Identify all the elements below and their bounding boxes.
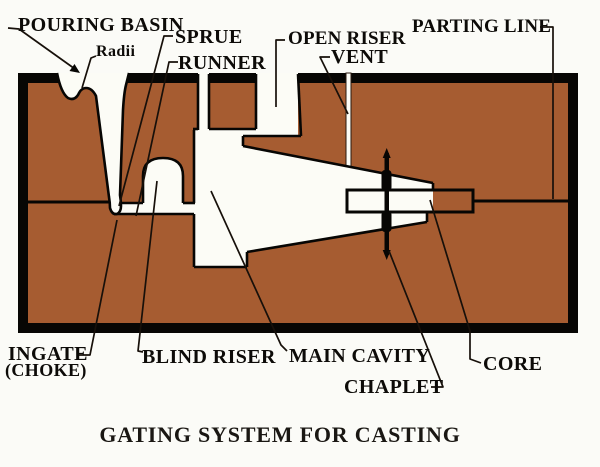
pouring-basin-and-sprue-cavity <box>57 73 129 215</box>
leader-sprue <box>118 35 173 207</box>
label-ingate-choke: (CHOKE) <box>5 360 87 380</box>
diagram-title: GATING SYSTEM FOR CASTING <box>99 422 461 447</box>
main-cavity-shape <box>194 129 433 267</box>
leader-lines <box>7 26 554 388</box>
label-blind-riser: BLIND RISER <box>142 346 276 368</box>
label-open-riser: OPEN RISER <box>288 28 406 49</box>
label-main-cavity: MAIN CAVITY <box>289 345 431 367</box>
label-vent: VENT <box>331 46 389 68</box>
label-parting-line: PARTING LINE <box>412 16 552 37</box>
leader-main-cavity <box>210 190 288 352</box>
label-pouring-basin: POURING BASIN <box>18 14 184 36</box>
leader-ingate <box>79 219 118 356</box>
leader-core <box>429 199 482 364</box>
blind-riser-cavity <box>143 158 183 203</box>
leader-parting-line <box>540 26 554 199</box>
riser-neck-channel-cavity <box>198 73 209 130</box>
label-runner: RUNNER <box>178 52 266 74</box>
parting-line-shape <box>28 199 568 204</box>
leader-runner <box>135 61 178 217</box>
chaplet-shape <box>381 148 392 260</box>
leader-pouring-basin <box>7 27 76 70</box>
open-riser-cavity <box>256 73 298 136</box>
leader-blind-riser <box>137 180 158 353</box>
label-sprue: SPRUE <box>175 26 243 48</box>
leader-open-riser <box>275 39 285 107</box>
leader-radii <box>81 55 97 89</box>
vent-channel-cavity <box>345 72 352 168</box>
label-chaplet: CHAPLET <box>344 376 444 398</box>
label-core: CORE <box>483 353 543 375</box>
runner-cavity <box>112 203 200 214</box>
leader-vent <box>319 56 349 115</box>
leader-chaplet <box>388 250 444 388</box>
arrowhead-pouring-basin <box>69 64 80 73</box>
label-radii: Radii <box>96 43 136 60</box>
label-ingate: INGATE <box>8 343 88 365</box>
